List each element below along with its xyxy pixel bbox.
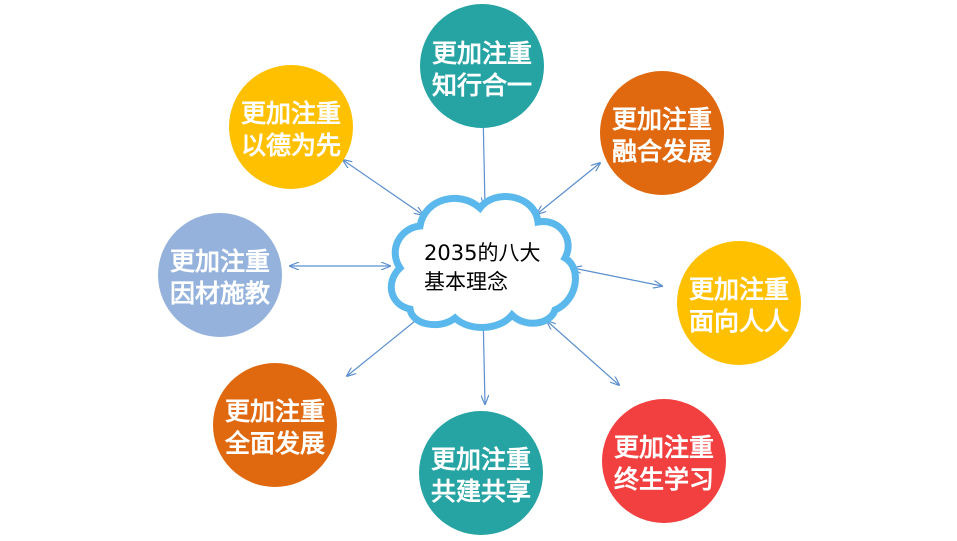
node-circle: [419, 411, 543, 535]
center-cloud: 2035的八大 基本理念: [387, 193, 579, 331]
node-circle: [600, 71, 724, 195]
node-label-line2: 共建共享: [431, 477, 531, 506]
node-circle: [213, 363, 337, 487]
node-label-line1: 更加注重: [612, 105, 712, 134]
node-label-line2: 因材施教: [170, 279, 271, 308]
node-label-line1: 更加注重: [432, 39, 532, 68]
center-title-line2: 基本理念: [424, 270, 508, 294]
node-yincai: 更加注重 因材施教: [158, 213, 282, 337]
node-label-line2: 面向人人: [689, 307, 789, 336]
node-label-line2: 终生学习: [614, 465, 714, 494]
node-label-line1: 更加注重: [689, 275, 789, 304]
connector-ronghe: [537, 163, 600, 214]
cloud-shape: [387, 193, 579, 331]
node-label-line1: 更加注重: [431, 445, 531, 474]
node-gongjian: 更加注重 共建共享: [419, 411, 543, 535]
node-label-line2: 融合发展: [612, 137, 712, 166]
node-circle: [677, 241, 801, 365]
center-title-line1: 2035的八大: [424, 241, 540, 265]
node-ronghe: 更加注重 融合发展: [600, 71, 724, 195]
node-label-line1: 更加注重: [241, 99, 341, 128]
node-label-line1: 更加注重: [614, 433, 714, 462]
node-label-line2: 知行合一: [432, 71, 532, 100]
connectors: [290, 110, 662, 404]
connector-yide: [343, 160, 423, 215]
node-zhixing: 更加注重 知行合一: [420, 4, 544, 128]
node-label-line2: 全面发展: [224, 429, 325, 458]
node-circle: [158, 213, 282, 337]
connector-mianxiang: [573, 268, 662, 286]
node-circle: [602, 399, 726, 523]
connector-quanmian: [347, 313, 425, 376]
node-label-line1: 更加注重: [170, 247, 270, 276]
node-zhongsheng: 更加注重 终生学习: [602, 399, 726, 523]
node-circle: [229, 65, 353, 189]
node-quanmian: 更加注重 全面发展: [213, 363, 337, 487]
node-yide: 更加注重 以德为先: [229, 65, 353, 189]
node-mianxiang: 更加注重 面向人人: [677, 241, 801, 365]
node-circle: [420, 4, 544, 128]
node-label-line2: 以德为先: [241, 131, 341, 160]
node-label-line1: 更加注重: [225, 397, 325, 426]
connector-zhongsheng: [547, 321, 619, 385]
